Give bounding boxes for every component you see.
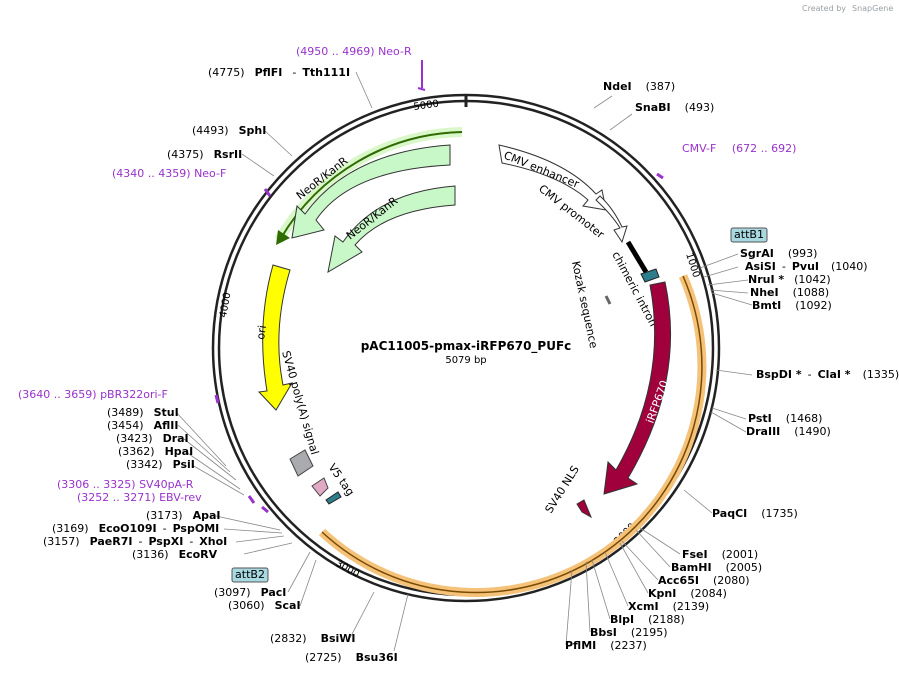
cmv-promoter-label: CMV promoter	[536, 182, 607, 241]
site-snabi: SnaBI(493)	[635, 101, 714, 114]
primer-ebv-rev: (3252 .. 3271) EBV-rev	[77, 491, 202, 504]
neor-outer-arrowhead	[276, 230, 290, 245]
v5-tag-marker	[325, 491, 342, 505]
plasmid-title: pAC11005-pmax-iRFP670_PUFc	[361, 339, 572, 354]
site-bmti: BmtI(1092)	[752, 299, 832, 312]
site-rsrii: (4375)RsrII	[167, 148, 242, 161]
primer-pbr322ori-f: (3640 .. 3659) pBR322ori-F	[18, 388, 168, 401]
primer-sv40pa-r: (3306 .. 3325) SV40pA-R	[57, 478, 194, 491]
site-nrui: NruI *(1042)	[748, 273, 831, 286]
site-paer7i-pspxi-xhoi: (3157)PaeR7I-PspXI-XhoI	[43, 535, 227, 548]
site-psii: (3342)PsiI	[126, 458, 195, 471]
site-ecoo109i-pspomi: (3169)EcoO109I-PspOMI	[52, 522, 219, 535]
tick-4000: 4000	[218, 292, 233, 319]
site-drai: (3423)DraI	[116, 432, 189, 445]
site-labels: NdeI(387) SnaBI(493) SgrAI(993) AsiSI-Pv…	[43, 66, 899, 664]
neor-arrow-2	[327, 185, 456, 273]
primer-mark-pbr322	[214, 394, 220, 404]
neor-arrow-1	[291, 144, 451, 239]
attb2-label: attB2	[235, 568, 265, 581]
site-ndei: NdeI(387)	[603, 80, 675, 93]
chimeric-intron-marker	[640, 268, 660, 283]
site-pflmi: PflMI(2237)	[565, 639, 647, 652]
attb1-box	[730, 227, 768, 243]
site-fsei: FseI(2001)	[682, 548, 758, 561]
site-bbsi: BbsI(2195)	[590, 626, 667, 639]
cmv-promoter-arrow	[595, 195, 628, 244]
site-nhei: NheI(1088)	[750, 286, 829, 299]
site-bsu36i: (2725)Bsu36I	[305, 651, 398, 664]
site-stui: (3489)StuI	[107, 406, 179, 419]
site-bamhi: BamHI(2005)	[671, 561, 762, 574]
site-kpni: KpnI(2084)	[648, 587, 727, 600]
ori-label: ori	[254, 324, 269, 340]
primer-neo-f: (4340 .. 4359) Neo-F	[112, 167, 226, 180]
primer-mark-ebv	[261, 505, 269, 514]
site-pflfi-tth111i: (4775)PflFI-Tth111I	[208, 66, 350, 79]
site-sphi: (4493)SphI	[192, 124, 266, 137]
site-aflii: (3454)AflII	[107, 419, 178, 432]
site-asisi-pvui: AsiSI-PvuI(1040)	[745, 260, 868, 273]
primer-mark-sv40pa	[247, 495, 256, 504]
primer-neo-r: (4950 .. 4969) Neo-R	[296, 45, 412, 58]
site-acc65i: Acc65I(2080)	[658, 574, 750, 587]
site-draiii: DraIII(1490)	[746, 425, 831, 438]
sv40-polya-label: SV40 poly(A) signal	[279, 349, 321, 456]
site-paci: (3097)PacI	[214, 586, 286, 599]
v5-tag-feature	[311, 477, 329, 497]
site-xcmi: XcmI(2139)	[628, 600, 709, 613]
leader-lines	[175, 71, 753, 652]
attb2-box	[231, 567, 269, 583]
kozak-label: Kozak sequence	[569, 260, 600, 350]
plasmid-length: 5079 bp	[445, 355, 486, 366]
primer-mark-neo-r	[417, 60, 426, 91]
ori-arrow	[257, 264, 294, 411]
site-bsiwi: (2832)BsiWI	[270, 632, 356, 645]
site-paqci: PaqCI(1735)	[712, 507, 798, 520]
primer-mark-neo-f	[263, 188, 272, 197]
primer-cmv-f: CMV-F (672 .. 692)	[682, 142, 796, 155]
attb1-label: attB1	[734, 228, 764, 241]
credit-brand: SnapGene	[852, 4, 893, 13]
site-blpi: BlpI(2188)	[610, 613, 685, 626]
kozak-feature	[604, 295, 612, 305]
highlight-arc-line	[321, 275, 703, 594]
site-sgrai: SgrAI(993)	[740, 247, 817, 260]
site-apai: (3173)ApaI	[146, 509, 220, 522]
sv40-nls-label: SV40 NLS	[543, 463, 582, 515]
tick-5000: 5000	[413, 99, 440, 113]
site-hpai: (3362)HpaI	[118, 445, 193, 458]
site-scai: (3060)ScaI	[228, 599, 301, 612]
site-psti: PstI(1468)	[748, 412, 822, 425]
sv40-nls-feature	[576, 499, 593, 519]
chimeric-intron-feature	[625, 240, 649, 274]
site-ecorv: (3136)EcoRV	[132, 548, 218, 561]
primer-mark-cmv-f	[656, 172, 664, 180]
irfp670-arrow	[603, 281, 672, 495]
site-bspdi-clai: BspDI *-ClaI *(1335)	[756, 368, 899, 381]
credit-prefix: Created by	[802, 4, 846, 13]
primer-labels: (4950 .. 4969) Neo-R CMV-F (672 .. 692) …	[18, 45, 796, 504]
sv40-polya-feature	[289, 449, 314, 477]
v5-tag-label: V5 tag	[326, 461, 357, 498]
